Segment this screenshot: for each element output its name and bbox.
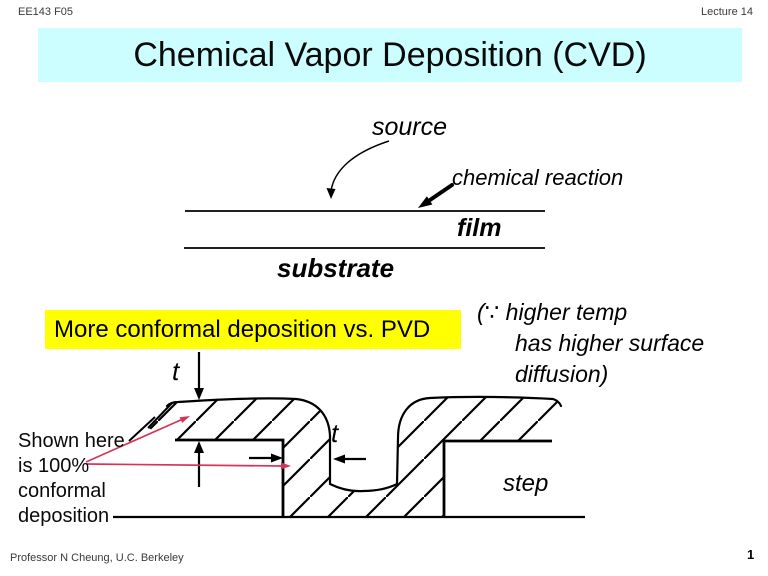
- film-label: film: [457, 214, 502, 242]
- footer-credit: Professor N Cheung, U.C. Berkeley: [10, 552, 184, 564]
- right-step-outline: [442, 439, 552, 517]
- title-bar: Chemical Vapor Deposition (CVD): [38, 28, 742, 82]
- because-note: (∵ higher temp has higher surface diffus…: [477, 297, 704, 390]
- reaction-arrow: [418, 183, 454, 208]
- thickness-arrow-up: [194, 441, 204, 487]
- source-label: source: [372, 113, 448, 141]
- because-note-line: (∵ higher temp: [477, 299, 628, 325]
- page-number: 1: [747, 547, 755, 562]
- step-label: step: [503, 470, 549, 497]
- chemical-reaction-label: chemical reaction: [452, 165, 624, 190]
- thickness-arrow-down: [194, 352, 204, 400]
- conformal-pointer-arrow-side: [85, 462, 291, 470]
- highlight-banner-text: More conformal deposition vs. PVD: [54, 315, 431, 343]
- highlight-banner: More conformal deposition vs. PVD: [45, 310, 461, 349]
- thickness-arrow-left: [333, 454, 366, 464]
- conformal-note: Shown here is 100% conformal deposition: [18, 429, 125, 529]
- film-cross-section: [128, 395, 563, 517]
- conformal-note-line: conformal: [18, 480, 106, 502]
- thickness-label-side: t: [331, 418, 339, 448]
- source-arrow: [326, 140, 390, 199]
- conformal-note-line: Shown here: [18, 430, 125, 452]
- because-note-line: diffusion): [515, 361, 609, 387]
- thickness-arrow-right: [249, 453, 283, 463]
- conformal-note-line: is 100%: [18, 455, 90, 477]
- conformal-note-line: deposition: [18, 505, 110, 527]
- course-code: EE143 F05: [18, 6, 74, 18]
- lecture-number: Lecture 14: [701, 6, 753, 18]
- because-note-line: has higher surface: [515, 330, 705, 356]
- left-step-outline: [175, 438, 285, 517]
- substrate-label: substrate: [277, 253, 395, 283]
- slide-title: Chemical Vapor Deposition (CVD): [133, 35, 647, 74]
- conformal-pointer-arrow-top: [85, 416, 190, 463]
- thickness-label-top: t: [172, 356, 180, 386]
